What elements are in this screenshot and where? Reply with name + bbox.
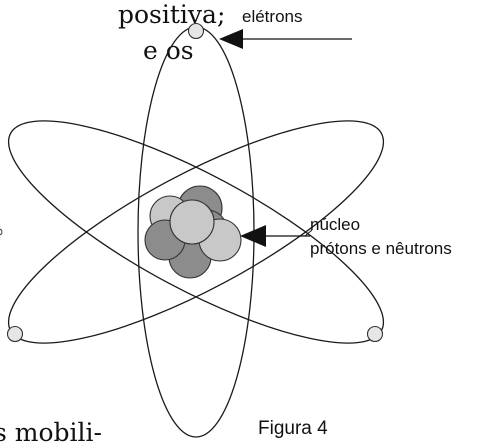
proton (169, 199, 215, 245)
figure-caption: Figura 4 (258, 418, 328, 439)
electrons-label: elétrons (242, 7, 302, 26)
electron-top (187, 22, 205, 40)
nucleus-arrow (240, 225, 313, 247)
nucleus-label: núcleo (310, 215, 360, 234)
electron-arrow (219, 29, 352, 49)
electron-right (366, 325, 384, 343)
text-fragment-positiva: positiva; (118, 0, 226, 29)
text-fragment-mobili: s mobili- (0, 418, 102, 447)
nucleus (144, 185, 242, 279)
electron-left (6, 325, 24, 343)
nucleus-sublabel: prótons e nêutrons (310, 239, 452, 258)
left-edge-fragment (0, 228, 3, 236)
